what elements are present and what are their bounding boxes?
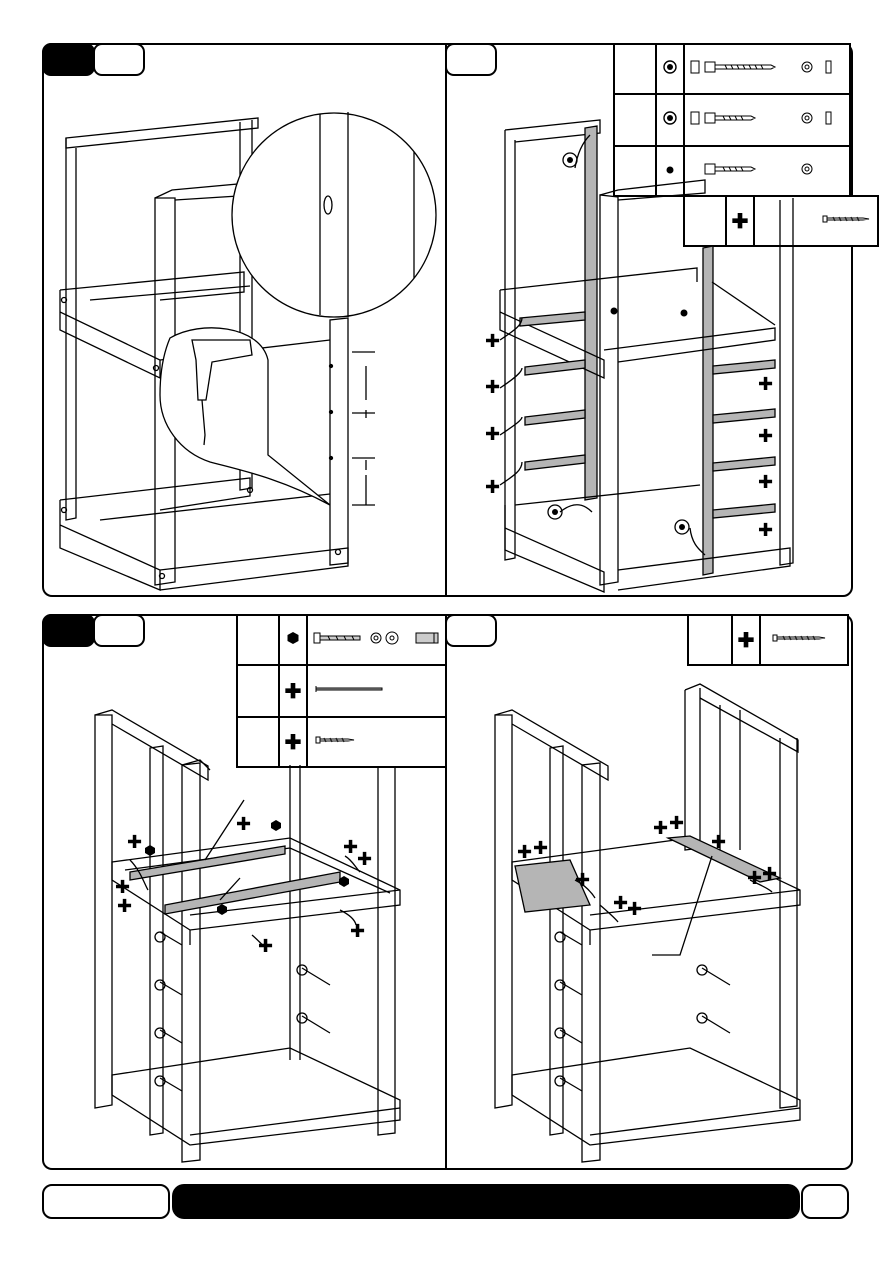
parts-table-d: ✚: [687, 614, 849, 666]
long-bolt-illustration: [683, 43, 851, 95]
page-number: [801, 1184, 849, 1219]
screw-marker-icon: ✚: [758, 426, 773, 447]
step-sub-badge-a: [93, 43, 145, 76]
screw-marker-icon: ✚: [485, 377, 500, 398]
parts-qty-cell: [236, 716, 280, 768]
parts-table-b-screws: ✚: [683, 195, 879, 247]
parts-qty-cell: [613, 43, 657, 95]
screw-marker-icon: ✚: [485, 477, 500, 498]
plus-icon: ✚: [278, 664, 308, 718]
screw-marker-icon: ✚: [758, 472, 773, 493]
step-sub-badge-b: [445, 43, 497, 76]
wood-screw-illustration: [753, 195, 879, 247]
parts-qty-cell: [683, 195, 727, 247]
screw-marker-icon: ✚: [343, 837, 358, 858]
plus-icon: ✚: [725, 195, 755, 247]
screw-marker-icon: ✚: [711, 832, 726, 853]
screw-marker-icon: ✚: [350, 921, 365, 942]
screw-marker-icon: ✚: [533, 838, 548, 859]
footer-left-label: [42, 1184, 170, 1219]
footer-title-bar: [172, 1184, 800, 1219]
dot-icon: [655, 145, 685, 197]
screw-marker-icon: ✚: [517, 842, 532, 863]
dot-circle-icon: [655, 43, 685, 95]
step-number-badge-a: [42, 43, 95, 76]
screw-marker-icon: ✚: [115, 877, 130, 898]
screw-marker-icon: ✚: [357, 849, 372, 870]
screw-marker-icon: ✚: [258, 936, 273, 957]
parts-qty-cell: [236, 614, 280, 666]
screw-marker-icon: ✚: [762, 864, 777, 885]
screw-marker-icon: ✚: [485, 331, 500, 352]
parts-table-c: ✚ ✚: [236, 614, 448, 768]
screw-marker-icon: ✚: [236, 814, 251, 835]
step-sub-badge-c: [93, 614, 145, 647]
screw-marker-icon: ✚: [758, 520, 773, 541]
parts-qty-cell: [236, 664, 280, 718]
hex-icon: [278, 614, 308, 666]
parts-table-b: [613, 43, 851, 197]
parts-qty-cell: [613, 93, 657, 147]
screw-marker-icon: ✚: [485, 424, 500, 445]
screw-marker-icon: ✚: [117, 896, 132, 917]
screw-marker-icon: ✚: [127, 832, 142, 853]
parts-qty-cell: [687, 614, 733, 666]
screw-marker-icon: ✚: [627, 899, 642, 920]
screw-illustration: [306, 716, 448, 768]
step-number-badge-c: [42, 614, 95, 647]
plus-icon: ✚: [731, 614, 761, 666]
screw-marker-icon: ✚: [747, 868, 762, 889]
step-sub-badge-d: [445, 614, 497, 647]
screw-marker-icon: ✚: [575, 870, 590, 891]
screw-marker-icon: ✚: [669, 813, 684, 834]
screw-marker-icon: ✚: [653, 818, 668, 839]
dot-circle-icon: [655, 93, 685, 147]
plus-icon: ✚: [278, 716, 308, 768]
wood-screw-illustration: [759, 614, 849, 666]
long-nail-illustration: [306, 664, 448, 718]
medium-bolt-illustration: [683, 93, 851, 147]
screw-marker-icon: ✚: [758, 374, 773, 395]
screw-marker-icon: ✚: [613, 893, 628, 914]
